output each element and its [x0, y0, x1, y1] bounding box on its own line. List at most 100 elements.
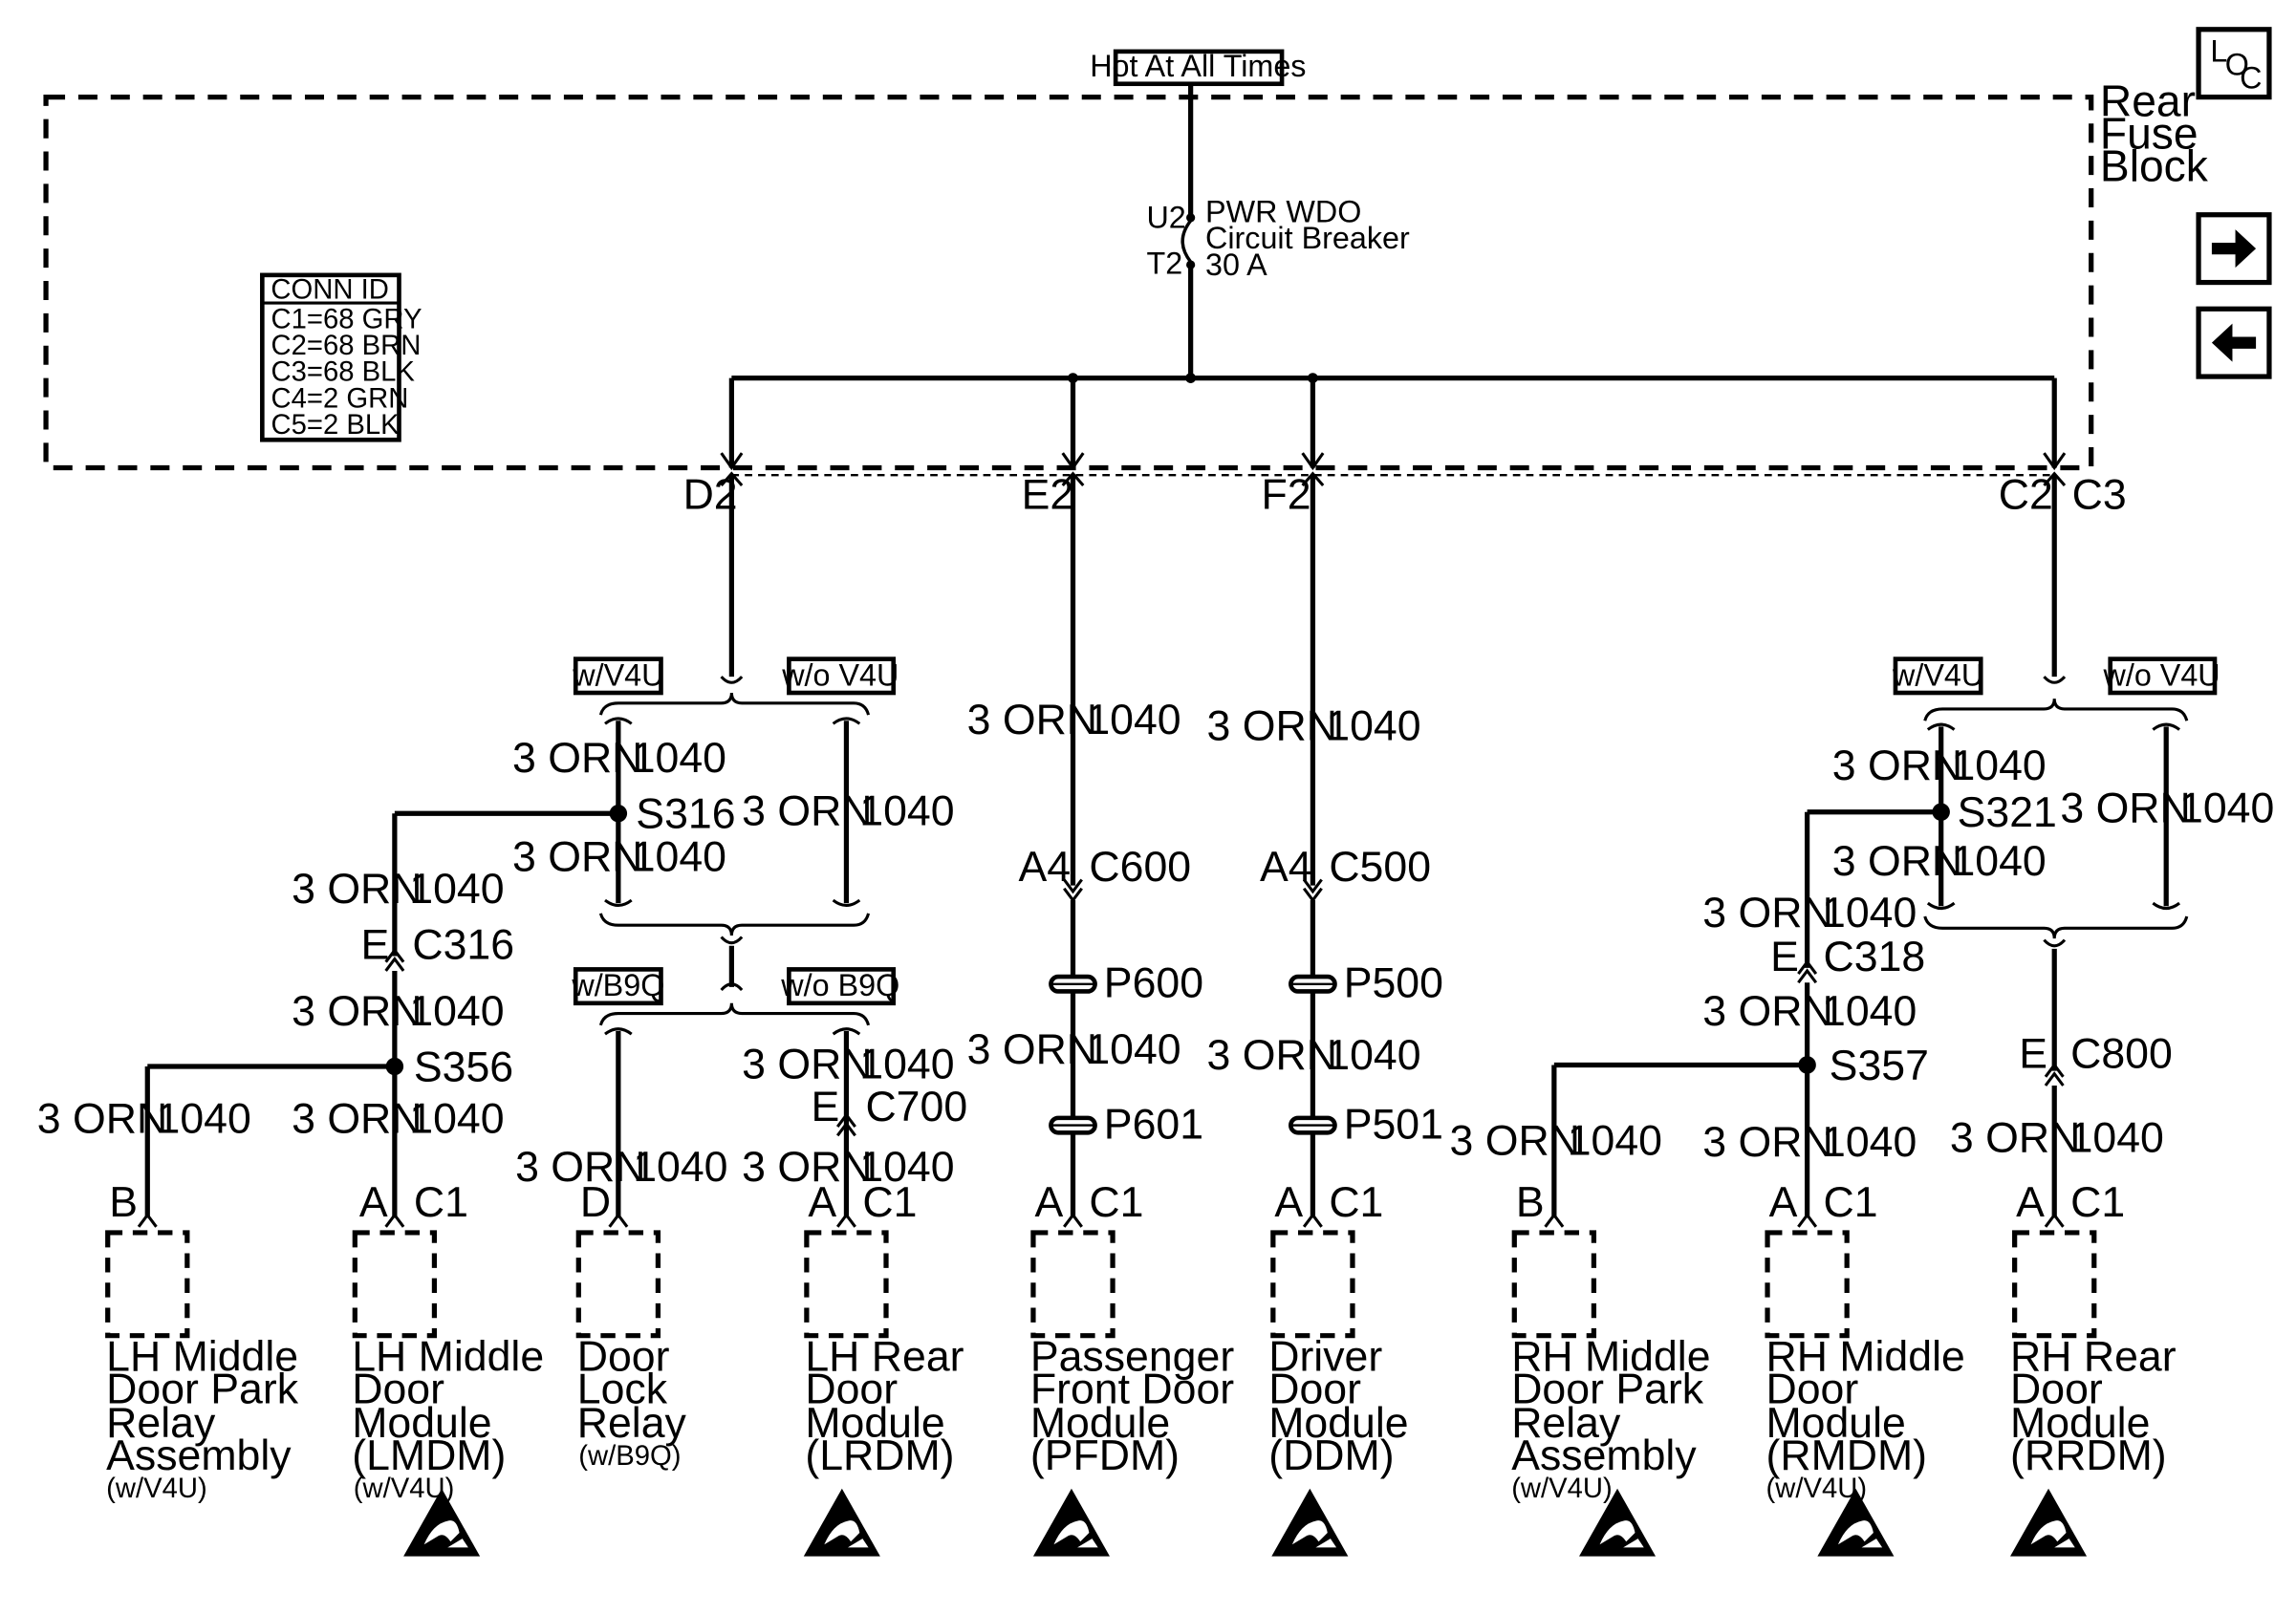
wire-circuit: 1040 [1822, 988, 1917, 1035]
pin-b: B [1516, 1179, 1545, 1226]
breaker-pin-in: U2 [1146, 201, 1185, 235]
pin-a: A [1034, 1179, 1063, 1226]
component-label: LH Rear [805, 1334, 964, 1381]
connector-p600: P600 [1104, 960, 1203, 1007]
power-source: Hot At All Times [1090, 49, 1306, 87]
next-page-button[interactable] [2196, 212, 2272, 286]
wire-circuit: 1040 [409, 988, 504, 1035]
connector-c1: C1 [2070, 1179, 2125, 1226]
component-lh-middle-door-park-relay: LH Middle Door Park Relay Assembly (w/V4… [106, 1334, 299, 1504]
connector-p501: P501 [1344, 1101, 1443, 1148]
previous-page-button[interactable] [2196, 306, 2272, 379]
component-label: Front Door [1030, 1366, 1234, 1412]
wire-color: 3 ORN [1207, 702, 1337, 749]
wire-color: 3 ORN [2060, 785, 2190, 831]
pin-e: E [2019, 1031, 2047, 1078]
wire-color: 3 ORN [1702, 988, 1832, 1035]
power-source-label: Hot At All Times [1090, 49, 1306, 83]
pin-a: A [1274, 1179, 1303, 1226]
splice-s321: S321 [1958, 789, 2057, 836]
wire-circuit: 1040 [633, 1144, 727, 1191]
pin-e: E [360, 922, 389, 969]
component-note: (w/V4U) [106, 1474, 207, 1504]
connector-c1: C1 [414, 1179, 468, 1226]
wire-color: 3 ORN [742, 1041, 872, 1087]
connector-c700: C700 [865, 1084, 967, 1130]
loc-o: O [2225, 48, 2249, 82]
component-rrdm: RH Rear Door Module (RRDM) [2010, 1334, 2177, 1479]
output-d2: D2 [683, 472, 738, 519]
terminal-pins: B A C1 D A C1 A C1 A C1 B A C1 A C1 [109, 1179, 2125, 1228]
wire-color: 3 ORN [1702, 1119, 1832, 1166]
component-label: (RMDM) [1766, 1432, 1928, 1479]
connector-c600: C600 [1089, 844, 1191, 891]
wire-circuit: 1040 [632, 735, 726, 782]
component-label: (LRDM) [805, 1432, 954, 1479]
arrow-left-icon [2211, 323, 2257, 362]
fuse-block-name-3: Block [2100, 140, 2209, 190]
option-with-v4u: w/V4U [572, 657, 663, 692]
breaker-label-3: 30 A [1205, 247, 1267, 282]
breaker-label-2: Circuit Breaker [1205, 221, 1410, 255]
component-note: (w/V4U) [1511, 1474, 1613, 1504]
conn-id-row: C2=68 BRN [271, 331, 422, 361]
component-rmdm: RH Middle Door Module (RMDM) (w/V4U) [1766, 1334, 1965, 1504]
esd-warning-icon [803, 1488, 880, 1557]
connector-c1: C1 [1089, 1179, 1143, 1226]
conn-id-table: CONN ID C1=68 GRY C2=68 BRN C3=68 BLK C4… [260, 272, 422, 442]
loc-button[interactable]: L O C [2196, 27, 2272, 100]
output-c3: C3 [2072, 472, 2127, 519]
wire-circuit: 1040 [1326, 1032, 1420, 1079]
component-ddm: Driver Door Module (DDM) [1268, 1334, 1408, 1479]
wire-color: 3 ORN [1832, 838, 1962, 885]
component-label: Door [805, 1366, 898, 1412]
component-note: (w/B9Q) [578, 1441, 681, 1472]
component-label: Door [352, 1366, 444, 1412]
component-label: LH Middle [352, 1334, 544, 1381]
breaker-pin-out: T2 [1146, 246, 1182, 280]
output-c2: C2 [1999, 472, 2053, 519]
component-label: Relay [577, 1400, 687, 1447]
pin-d: D [580, 1179, 611, 1226]
conn-id-title: CONN ID [271, 274, 388, 305]
wire-color: 3 ORN [1702, 890, 1832, 936]
splice-s316: S316 [636, 791, 735, 838]
component-label: Module [352, 1400, 491, 1447]
component-label: (PFDM) [1030, 1432, 1180, 1479]
wire-circuit: 1040 [1326, 702, 1420, 749]
wire-circuit: 1040 [1951, 838, 2046, 885]
esd-warning-icon [2010, 1488, 2088, 1557]
component-label: Passenger [1030, 1334, 1234, 1381]
component-label: RH Rear [2010, 1334, 2177, 1381]
main-drops [720, 471, 2067, 886]
fuse-block-name-1: Rear [2100, 76, 2196, 126]
wire-color: 3 ORN [515, 1144, 645, 1191]
option-without-v4u: w/o V4U [2103, 657, 2220, 692]
pin-a4: A4 [1260, 844, 1312, 891]
component-label: Relay [106, 1400, 216, 1447]
breaker-label-1: PWR WDO [1205, 194, 1361, 228]
connector-c1: C1 [862, 1179, 917, 1226]
splice-s357: S357 [1830, 1043, 1929, 1089]
wire-circuit: 1040 [1568, 1117, 1662, 1164]
wire-circuit: 1040 [1951, 742, 2046, 789]
option-without-b9q: w/o B9Q [780, 968, 899, 1002]
component-label: Door [1766, 1366, 1859, 1412]
pin-a4: A4 [1019, 844, 1072, 891]
component-label: RH Middle [1511, 1334, 1710, 1381]
component-label: Relay [1511, 1400, 1621, 1447]
connector-c500: C500 [1329, 844, 1431, 891]
component-label: LH Middle [106, 1334, 298, 1381]
wire-color: 3 ORN [292, 866, 422, 913]
component-boxes [105, 1230, 2097, 1339]
component-label: Door [2010, 1366, 2103, 1412]
component-rh-middle-door-park-relay: RH Middle Door Park Relay Assembly (w/V4… [1511, 1334, 1710, 1504]
connector-c318: C318 [1824, 934, 1926, 980]
pin-a: A [808, 1179, 836, 1226]
wire-color: 3 ORN [512, 833, 642, 880]
wire-circuit: 1040 [2179, 785, 2274, 831]
wire-circuit: 1040 [632, 833, 726, 880]
conn-id-row: C1=68 GRY [271, 304, 422, 334]
splice-s356: S356 [414, 1044, 513, 1090]
